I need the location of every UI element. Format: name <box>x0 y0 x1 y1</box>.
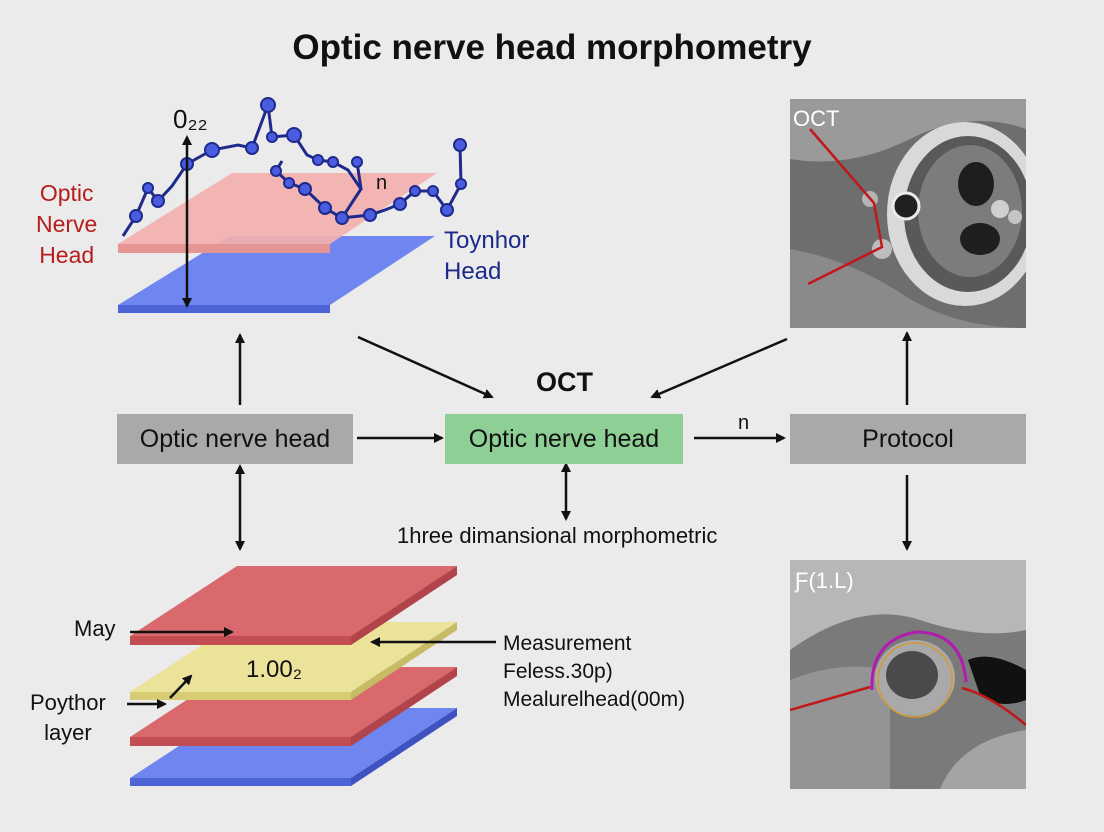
oct-heading: OCT <box>536 367 593 397</box>
blue-plane <box>118 236 435 313</box>
may-label: May <box>74 616 116 641</box>
arrow-diag-from-image <box>650 337 788 399</box>
layer-value-label: 1.00₂ <box>246 656 303 683</box>
small-n-label: n <box>376 172 388 194</box>
detail-image-label: Ƒ(1.L) <box>795 568 854 593</box>
navy-label-line: Head <box>444 258 502 285</box>
arrow-n-label: n <box>738 412 750 434</box>
value-label: 0₂₂ <box>173 104 208 134</box>
arrow-diag-to-oct <box>357 335 494 399</box>
measurement-line: Feless.30p) <box>503 660 613 683</box>
layer-red-top <box>130 566 457 645</box>
red-label-line: Head <box>39 242 95 268</box>
optic-nerve-head-box-left: Optic nerve head <box>117 414 353 464</box>
measurement-line: Measurement <box>503 632 632 655</box>
protocol-box: Protocol <box>790 414 1026 464</box>
measurement-line: Mealurelhead(00m) <box>503 688 686 711</box>
toynhor-head-label: Toynhor Head <box>444 225 529 287</box>
poythor-label-line: Poythor <box>30 690 106 715</box>
oct-detail-graphic <box>790 560 1026 789</box>
optic-nerve-head-label: Optic Nerve Head <box>36 178 97 271</box>
red-plane <box>118 173 437 253</box>
navy-label-line: Toynhor <box>444 227 530 254</box>
oct-image-label: OCT <box>793 106 840 131</box>
poythor-layer-label: Poythor layer <box>30 688 106 748</box>
page-title: Optic nerve head morphometry <box>292 28 812 67</box>
optic-nerve-head-box-center: Optic nerve head <box>445 414 683 464</box>
red-label-line: Nerve <box>36 211 98 237</box>
measurement-text: Measurement Feless.30p) Mealurelhead(00m… <box>503 630 685 714</box>
red-label-line: Optic <box>39 180 94 206</box>
poythor-label-line: layer <box>44 720 92 745</box>
node-dots <box>129 97 467 225</box>
oct-scan-image-top: OCT <box>790 99 1026 328</box>
morphometric-caption: 1hree dimansional morphometric <box>397 523 718 548</box>
pointer-diag-yellow <box>169 674 193 699</box>
oct-scan-image-bottom: Ƒ(1.L) <box>790 560 1026 789</box>
oct-scan-graphic <box>790 99 1026 328</box>
